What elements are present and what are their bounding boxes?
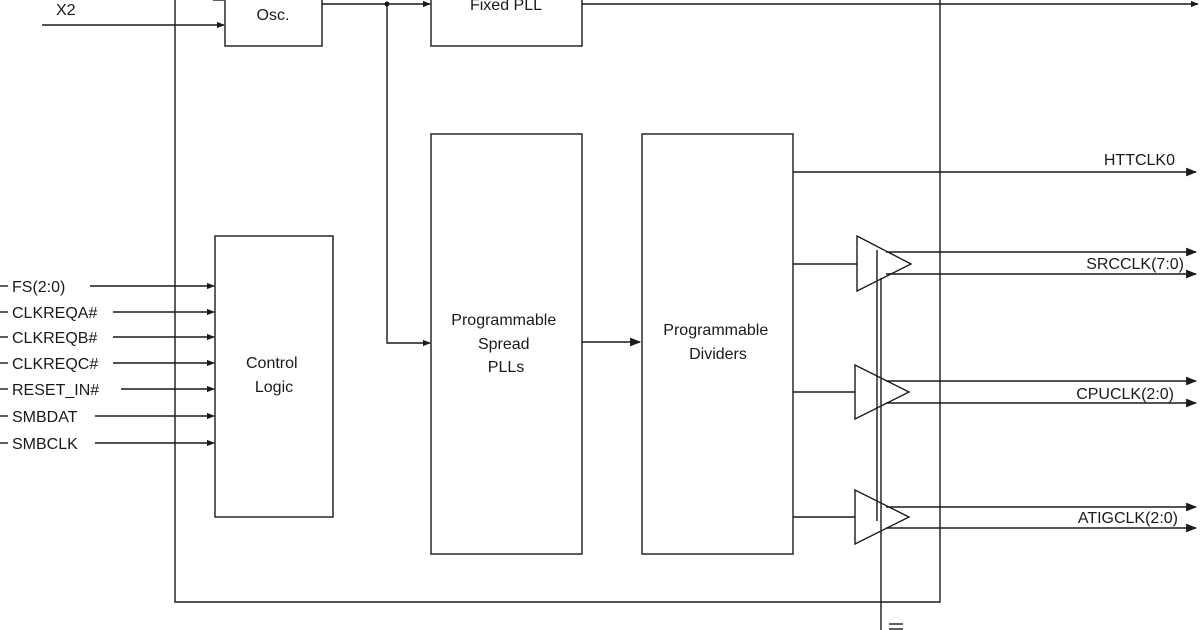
triangle-buffer-icon [854,488,911,546]
atigclk-output-group: ATIGCLK(2:0) [793,488,1198,546]
control-logic-line-1: Control [246,355,298,372]
osc-block [224,0,323,47]
output-atigclk-label: ATIGCLK(2:0) [1078,510,1178,527]
control-logic-line-2: Logic [255,379,293,396]
spread-plls-line-3: PLLs [488,359,524,376]
srcclk-output-group: SRCCLK(7:0) [793,234,1198,293]
control-logic-label: Control Logic [246,355,302,396]
spread-plls-line-1: Programmable [451,312,556,329]
cpuclk-output-group: CPUCLK(2:0) [793,363,1198,421]
triangle-buffer-icon [854,363,911,421]
fixed-pll-block [430,0,583,47]
input-smbdat-label: SMBDAT [12,409,78,426]
input-clkreqc-label: CLKREQC# [12,356,98,373]
output-httclk0-label: HTTCLK0 [1104,152,1175,169]
osc-to-spread-wire [386,4,431,347]
ground-icon [889,623,903,630]
chip-outline [174,0,941,603]
triangle-buffer-icon [856,234,913,293]
control-logic-block [214,235,334,518]
dividers-line-2: Dividers [689,346,747,363]
control-inputs: FS(2:0) CLKREQA# CLKREQB# CLKREQC# RESET… [0,279,215,453]
output-srcclk-label: SRCCLK(7:0) [1086,256,1184,273]
spread-plls-block [430,133,583,555]
dividers-block [641,133,794,555]
dividers-line-1: Programmable [663,322,768,339]
spread-plls-label: Programmable Spread PLLs [451,312,560,376]
input-clkreqb-label: CLKREQB# [12,330,97,347]
input-x2-label: X2 [56,2,76,19]
osc-label: Osc. [257,7,290,24]
fixed-pll-label: Fixed PLL [470,0,542,14]
dividers-label: Programmable Dividers [663,322,772,363]
input-fs-label: FS(2:0) [12,279,65,296]
spread-plls-line-2: Spread [478,336,530,353]
input-reset-label: RESET_IN# [12,382,99,399]
input-clkreqa-label: CLKREQA# [12,305,97,322]
input-smbclk-label: SMBCLK [12,436,78,453]
output-cpuclk-label: CPUCLK(2:0) [1076,386,1174,403]
